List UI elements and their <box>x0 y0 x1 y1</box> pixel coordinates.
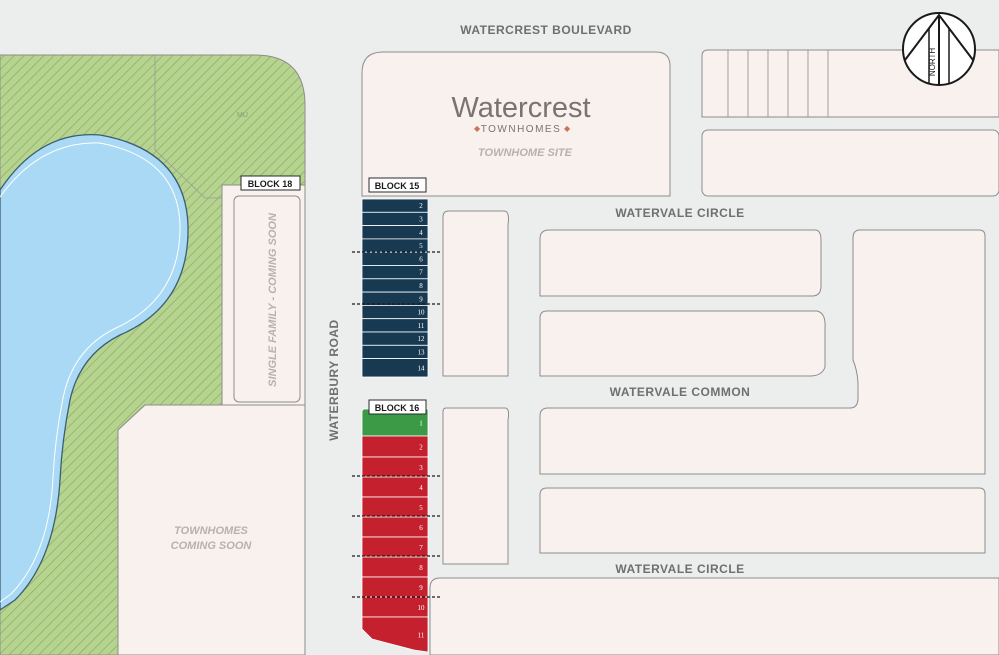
road-label-watervale-circle-north: WATERVALE CIRCLE <box>615 206 744 220</box>
north-label: NORTH <box>928 48 937 77</box>
lot-b15-3[interactable] <box>361 211 429 227</box>
block-18: BLOCK 18 <box>240 175 301 191</box>
park-label: MU <box>237 112 248 119</box>
lot-number: 10 <box>418 309 426 317</box>
road-label-watervale-common: WATERVALE COMMON <box>610 385 751 399</box>
block-16-lots: 1 2 3 4 5 6 7 8 9 10 11 <box>361 408 429 653</box>
block-15-label: BLOCK 15 <box>375 181 420 191</box>
lot-number: 12 <box>418 335 426 343</box>
lot-b15-14[interactable] <box>361 358 429 378</box>
lot-number: 3 <box>419 464 423 472</box>
lot-b15-8[interactable] <box>361 278 429 293</box>
brand-sub: TOWNHOMES <box>481 124 562 135</box>
townhomes-future-parcel: TOWNHOMES COMING SOON <box>117 404 306 655</box>
diamond-right-icon: ◆ <box>564 124 571 133</box>
block-18-label: BLOCK 18 <box>248 179 293 189</box>
lot-number: 1 <box>419 420 423 428</box>
lot-b16-6[interactable] <box>361 516 429 538</box>
lot-number: 11 <box>418 322 425 330</box>
lot-number: 14 <box>418 364 426 372</box>
lot-number: 2 <box>419 202 423 210</box>
block-16: 1 2 3 4 5 6 7 8 9 10 11 BLOCK 16 <box>352 399 440 653</box>
lot-number: 6 <box>419 524 423 532</box>
lot-b15-7[interactable] <box>361 265 429 280</box>
lot-number: 11 <box>418 632 425 640</box>
interior-parcels <box>429 210 999 655</box>
road-label-watervale-circle-south: WATERVALE CIRCLE <box>615 562 744 576</box>
townhomes-label-2: COMING SOON <box>171 540 253 552</box>
lot-number: 2 <box>419 444 423 452</box>
lot-number: 7 <box>419 544 423 552</box>
lot-number: 8 <box>419 282 423 290</box>
lot-number: 4 <box>419 229 423 237</box>
lot-b16-9[interactable] <box>361 576 429 598</box>
lot-b15-5[interactable] <box>361 238 429 253</box>
lot-b16-2[interactable] <box>361 435 429 458</box>
lot-number: 6 <box>419 255 423 263</box>
lot-b15-2[interactable] <box>361 198 429 213</box>
site-label: TOWNHOME SITE <box>478 147 573 159</box>
townhome-site-parcel: Watercrest ◆ TOWNHOMES ◆ TOWNHOME SITE <box>361 51 671 197</box>
lot-number: 13 <box>418 348 426 356</box>
lot-number: 10 <box>418 604 426 612</box>
lake <box>0 133 189 611</box>
lot-b16-3[interactable] <box>361 456 429 478</box>
diamond-left-icon: ◆ <box>474 124 481 133</box>
lot-number: 7 <box>419 269 423 277</box>
road-label-waterbury-road: WATERBURY ROAD <box>327 319 341 440</box>
block-16-label: BLOCK 16 <box>375 403 420 413</box>
lot-b16-5[interactable] <box>361 496 429 518</box>
townhomes-label-1: TOWNHOMES <box>174 525 248 537</box>
lot-b16-7[interactable] <box>361 536 429 558</box>
lot-number: 9 <box>419 584 423 592</box>
lot-b16-8[interactable] <box>361 556 429 578</box>
brand-name: Watercrest <box>451 92 590 124</box>
block-15-lots: 2 3 4 5 6 7 8 9 10 11 12 13 14 <box>361 198 429 378</box>
lot-number: 9 <box>419 295 423 303</box>
single-family-label: SINGLE FAMILY - COMING SOON <box>267 212 279 387</box>
lot-b15-6[interactable] <box>361 251 429 266</box>
lot-b16-4[interactable] <box>361 476 429 498</box>
north-arrow: NORTH <box>902 12 976 86</box>
lot-number: 5 <box>419 504 423 512</box>
block-15: 2 3 4 5 6 7 8 9 10 11 12 13 14 BLOCK 15 <box>352 177 440 378</box>
lot-number: 8 <box>419 564 423 572</box>
lot-b15-4[interactable] <box>361 225 429 240</box>
lot-number: 3 <box>419 215 423 223</box>
road-label-watercrest-boulevard: WATERCREST BOULEVARD <box>460 23 632 37</box>
lot-number: 4 <box>419 484 423 492</box>
single-family-parcel: SINGLE FAMILY - COMING SOON <box>221 184 306 416</box>
lot-b16-11[interactable] <box>361 616 429 653</box>
lot-number: 5 <box>419 242 423 250</box>
